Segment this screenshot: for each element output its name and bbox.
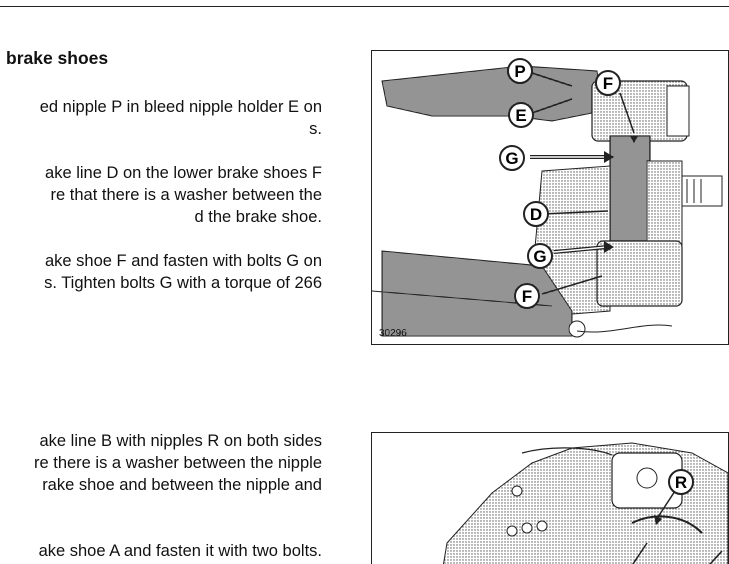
svg-text:G: G: [533, 247, 546, 266]
top-rule: [0, 6, 729, 7]
paragraph-3: ake shoe F and fasten with bolts G on s.…: [0, 250, 322, 294]
svg-text:G: G: [505, 149, 518, 168]
paragraph-line: re that there is a washer between the: [50, 186, 323, 204]
paragraph-line: rake shoe and between the nipple and: [42, 476, 322, 494]
svg-text:D: D: [530, 205, 542, 224]
paragraph-line: ake line B with nipples R on both sides: [39, 432, 323, 450]
paragraph-line: s.: [309, 120, 322, 138]
figure-brake-shoes-exploded: P E F G D G F 30296: [371, 50, 729, 345]
figure-number: 30296: [379, 328, 407, 339]
callout-d: D: [523, 201, 549, 227]
callout-r: R: [668, 469, 694, 495]
callout-g-bottom: G: [527, 243, 553, 269]
paragraph-line: ake shoe A and fasten it with two bolts.: [38, 542, 322, 560]
paragraph-1: ed nipple P in bleed nipple holder E on …: [0, 96, 322, 140]
paragraph-2: ake line D on the lower brake shoes F re…: [0, 162, 322, 228]
svg-text:F: F: [603, 74, 613, 93]
callout-g-top: G: [499, 145, 525, 171]
svg-text:E: E: [515, 106, 526, 125]
paragraph-line: re there is a washer between the nipple: [33, 454, 322, 472]
figure-illustration: R: [442, 442, 728, 564]
callout-p: P: [507, 58, 533, 84]
paragraph-line: ed nipple P in bleed nipple holder E on: [39, 98, 322, 116]
callout-f-bottom: F: [514, 283, 540, 309]
paragraph-5: ake shoe A and fasten it with two bolts.: [0, 540, 322, 562]
paragraph-line: ake shoe F and fasten with bolts G on: [45, 252, 322, 270]
svg-text:F: F: [522, 287, 532, 306]
svg-text:P: P: [514, 62, 525, 81]
paragraph-4: ake line B with nipples R on both sides …: [0, 430, 322, 496]
svg-text:R: R: [675, 473, 687, 492]
paragraph-line: s. Tighten bolts G with a torque of 266: [44, 274, 322, 292]
callout-e: E: [508, 102, 534, 128]
paragraph-line: d the brake shoe.: [194, 208, 322, 226]
callout-f-top: F: [595, 70, 621, 96]
figure-brake-line-assembly: R: [371, 432, 729, 564]
paragraph-line: ake line D on the lower brake shoes F: [45, 164, 322, 182]
figure-illustration: P E F G D G F: [372, 58, 723, 338]
section-heading: brake shoes: [6, 48, 109, 68]
